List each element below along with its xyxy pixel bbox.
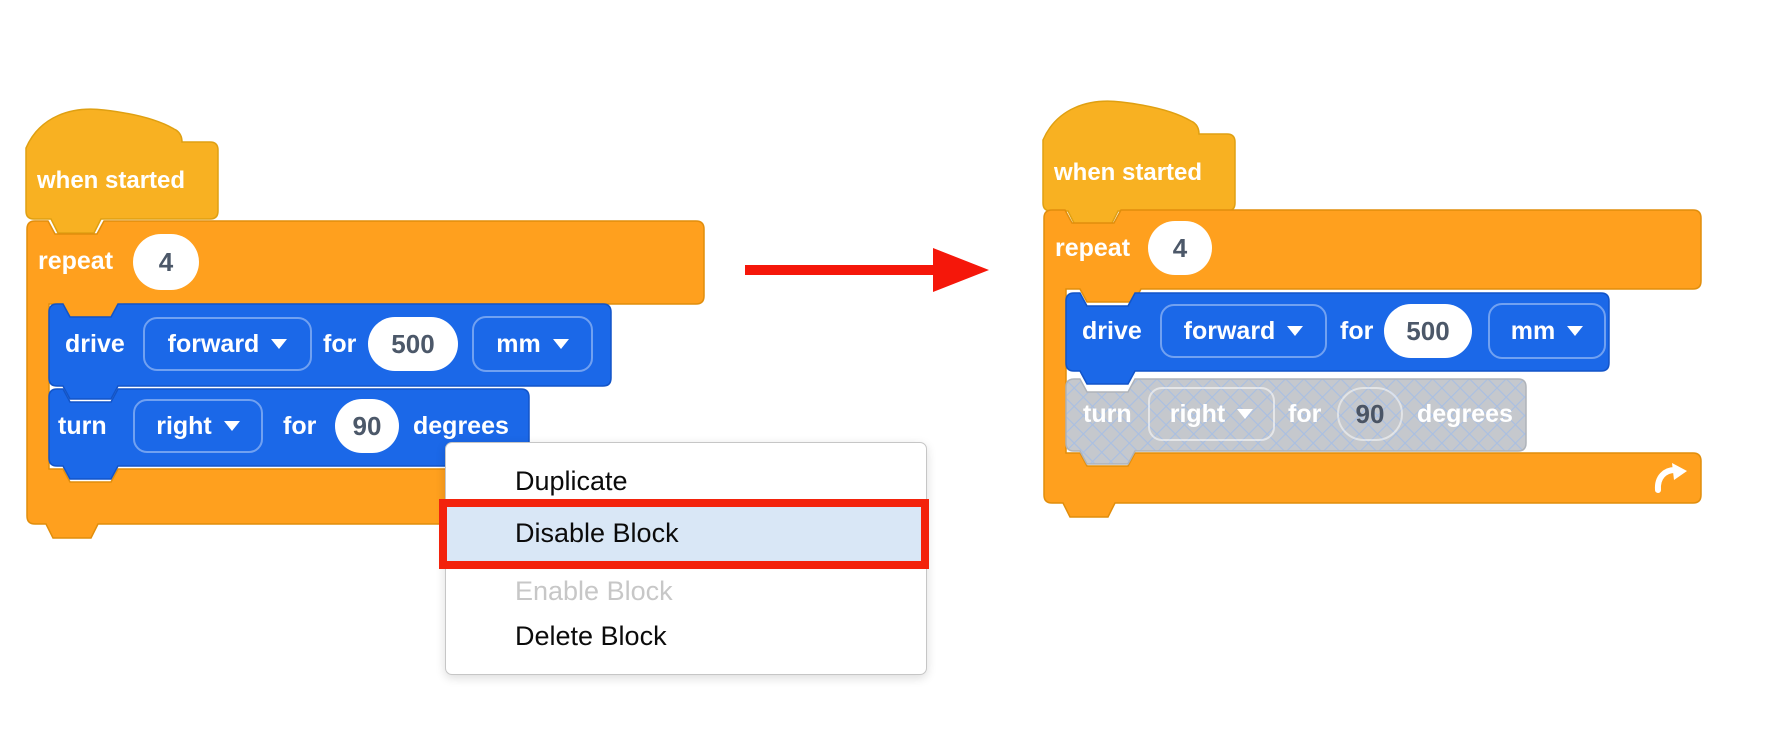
repeat-count-input[interactable]: 4 bbox=[133, 234, 199, 290]
repeat-label: repeat bbox=[1055, 234, 1131, 262]
repeat-label: repeat bbox=[38, 247, 114, 275]
turn-direction-value: right bbox=[1169, 399, 1226, 428]
dropdown-arrow-icon bbox=[223, 421, 240, 431]
drive-unit-dropdown[interactable]: mm bbox=[1488, 303, 1606, 359]
drive-direction-value: forward bbox=[1183, 316, 1276, 345]
context-menu: Duplicate Disable Block Enable Block Del… bbox=[439, 442, 929, 675]
drive-label: drive bbox=[65, 330, 125, 358]
dropdown-arrow-icon bbox=[271, 339, 288, 349]
drive-unit-dropdown[interactable]: mm bbox=[472, 316, 593, 372]
loop-arrow-icon bbox=[1654, 463, 1687, 493]
dropdown-arrow-icon bbox=[1237, 409, 1254, 419]
transform-arrow-icon bbox=[745, 248, 989, 292]
turn-for-label: for bbox=[1288, 400, 1322, 428]
drive-label: drive bbox=[1082, 317, 1142, 345]
turn-direction-value: right bbox=[156, 411, 212, 440]
turn-unit-label: degrees bbox=[413, 412, 509, 440]
dropdown-arrow-icon bbox=[1287, 326, 1304, 336]
turn-label: turn bbox=[58, 412, 107, 440]
turn-block-disabled[interactable] bbox=[1065, 378, 1527, 465]
turn-label: turn bbox=[1083, 400, 1132, 428]
dropdown-arrow-icon bbox=[552, 339, 569, 349]
menu-item-delete-block[interactable]: Delete Block bbox=[515, 621, 667, 651]
when-started-label: when started bbox=[1054, 159, 1203, 186]
drive-block[interactable] bbox=[1065, 292, 1610, 385]
when-started-label: when started bbox=[37, 167, 186, 194]
drive-block[interactable] bbox=[48, 303, 612, 400]
repeat-count-input[interactable]: 4 bbox=[1148, 221, 1212, 275]
when-started-block[interactable] bbox=[1042, 99, 1236, 227]
turn-angle-input[interactable]: 90 bbox=[1337, 387, 1403, 441]
menu-item-enable-block: Enable Block bbox=[515, 576, 673, 606]
turn-angle-input[interactable]: 90 bbox=[335, 399, 399, 453]
selected-item-highlight bbox=[439, 499, 929, 569]
drive-direction-value: forward bbox=[167, 329, 260, 358]
drive-unit-value: mm bbox=[496, 329, 541, 358]
menu-item-duplicate[interactable]: Duplicate bbox=[515, 466, 628, 496]
turn-unit-label: degrees bbox=[1417, 400, 1513, 428]
drive-for-label: for bbox=[1340, 317, 1374, 345]
drive-unit-value: mm bbox=[1510, 316, 1556, 345]
turn-direction-dropdown[interactable]: right bbox=[133, 399, 263, 453]
menu-item-disable-block[interactable]: Disable Block bbox=[515, 518, 679, 548]
when-started-block[interactable] bbox=[25, 107, 219, 235]
drive-distance-input[interactable]: 500 bbox=[1384, 304, 1472, 358]
drive-distance-input[interactable]: 500 bbox=[368, 317, 458, 371]
dropdown-arrow-icon bbox=[1567, 326, 1584, 336]
repeat-block[interactable] bbox=[1043, 209, 1702, 518]
drive-for-label: for bbox=[323, 330, 357, 358]
turn-for-label: for bbox=[283, 412, 317, 440]
drive-direction-dropdown[interactable]: forward bbox=[143, 317, 312, 371]
turn-direction-dropdown[interactable]: right bbox=[1148, 387, 1275, 441]
drive-direction-dropdown[interactable]: forward bbox=[1160, 304, 1327, 358]
